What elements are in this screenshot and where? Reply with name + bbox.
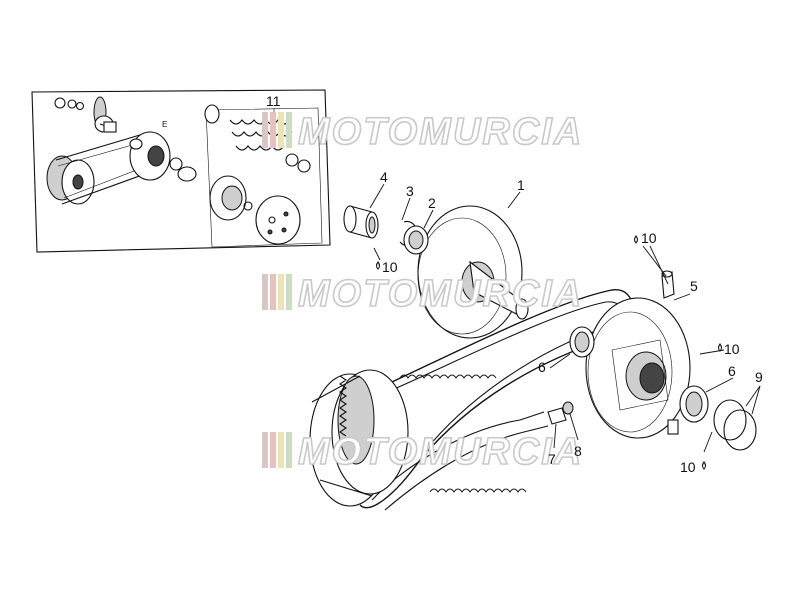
inset-letter: E [162,120,167,129]
callout-3: 3 [406,183,414,199]
inset-overview: E [31,89,331,253]
callout-10-top: 10 [641,230,657,246]
callout-5: 5 [690,278,698,294]
callout-10-left: 10 [382,259,398,275]
watermark-text: MOTOMURCIA [298,111,583,153]
callout-1: 1 [517,177,525,193]
guide-pin-part7 [547,407,567,425]
oil-seal-left [569,326,595,358]
roller-bearing [343,205,379,239]
movable-driven-half-pulley [585,297,691,439]
clutch-drum [309,369,409,507]
callout-4: 4 [380,169,388,185]
roller-part8 [562,401,574,415]
watermark-middle: MOTOMURCIA [262,272,583,316]
callout-10-bottom: 10 [680,459,696,475]
watermark-bottom: MOTOMURCIA [262,430,583,474]
leader-lines [369,183,761,453]
callout-8: 8 [574,443,582,459]
fixed-driven-half-pulley [417,205,529,339]
lubricant-drop-icons [375,235,723,470]
callout-2: 2 [428,195,436,211]
callout-6-right: 6 [728,363,736,379]
oil-seal-right [679,385,709,423]
callout-11: 11 [266,93,281,109]
guide-pin-bottom [667,419,679,435]
watermark-text: MOTOMURCIA [298,431,583,473]
callout-6-left: 6 [538,359,546,375]
callout-9: 9 [755,369,763,385]
ball-bearing [403,225,429,255]
o-rings [713,399,757,451]
callout-10-right: 10 [724,341,740,357]
watermark-top: MOTOMURCIA [262,110,583,154]
callout-7: 7 [548,451,556,467]
watermark-text: MOTOMURCIA [298,273,583,315]
